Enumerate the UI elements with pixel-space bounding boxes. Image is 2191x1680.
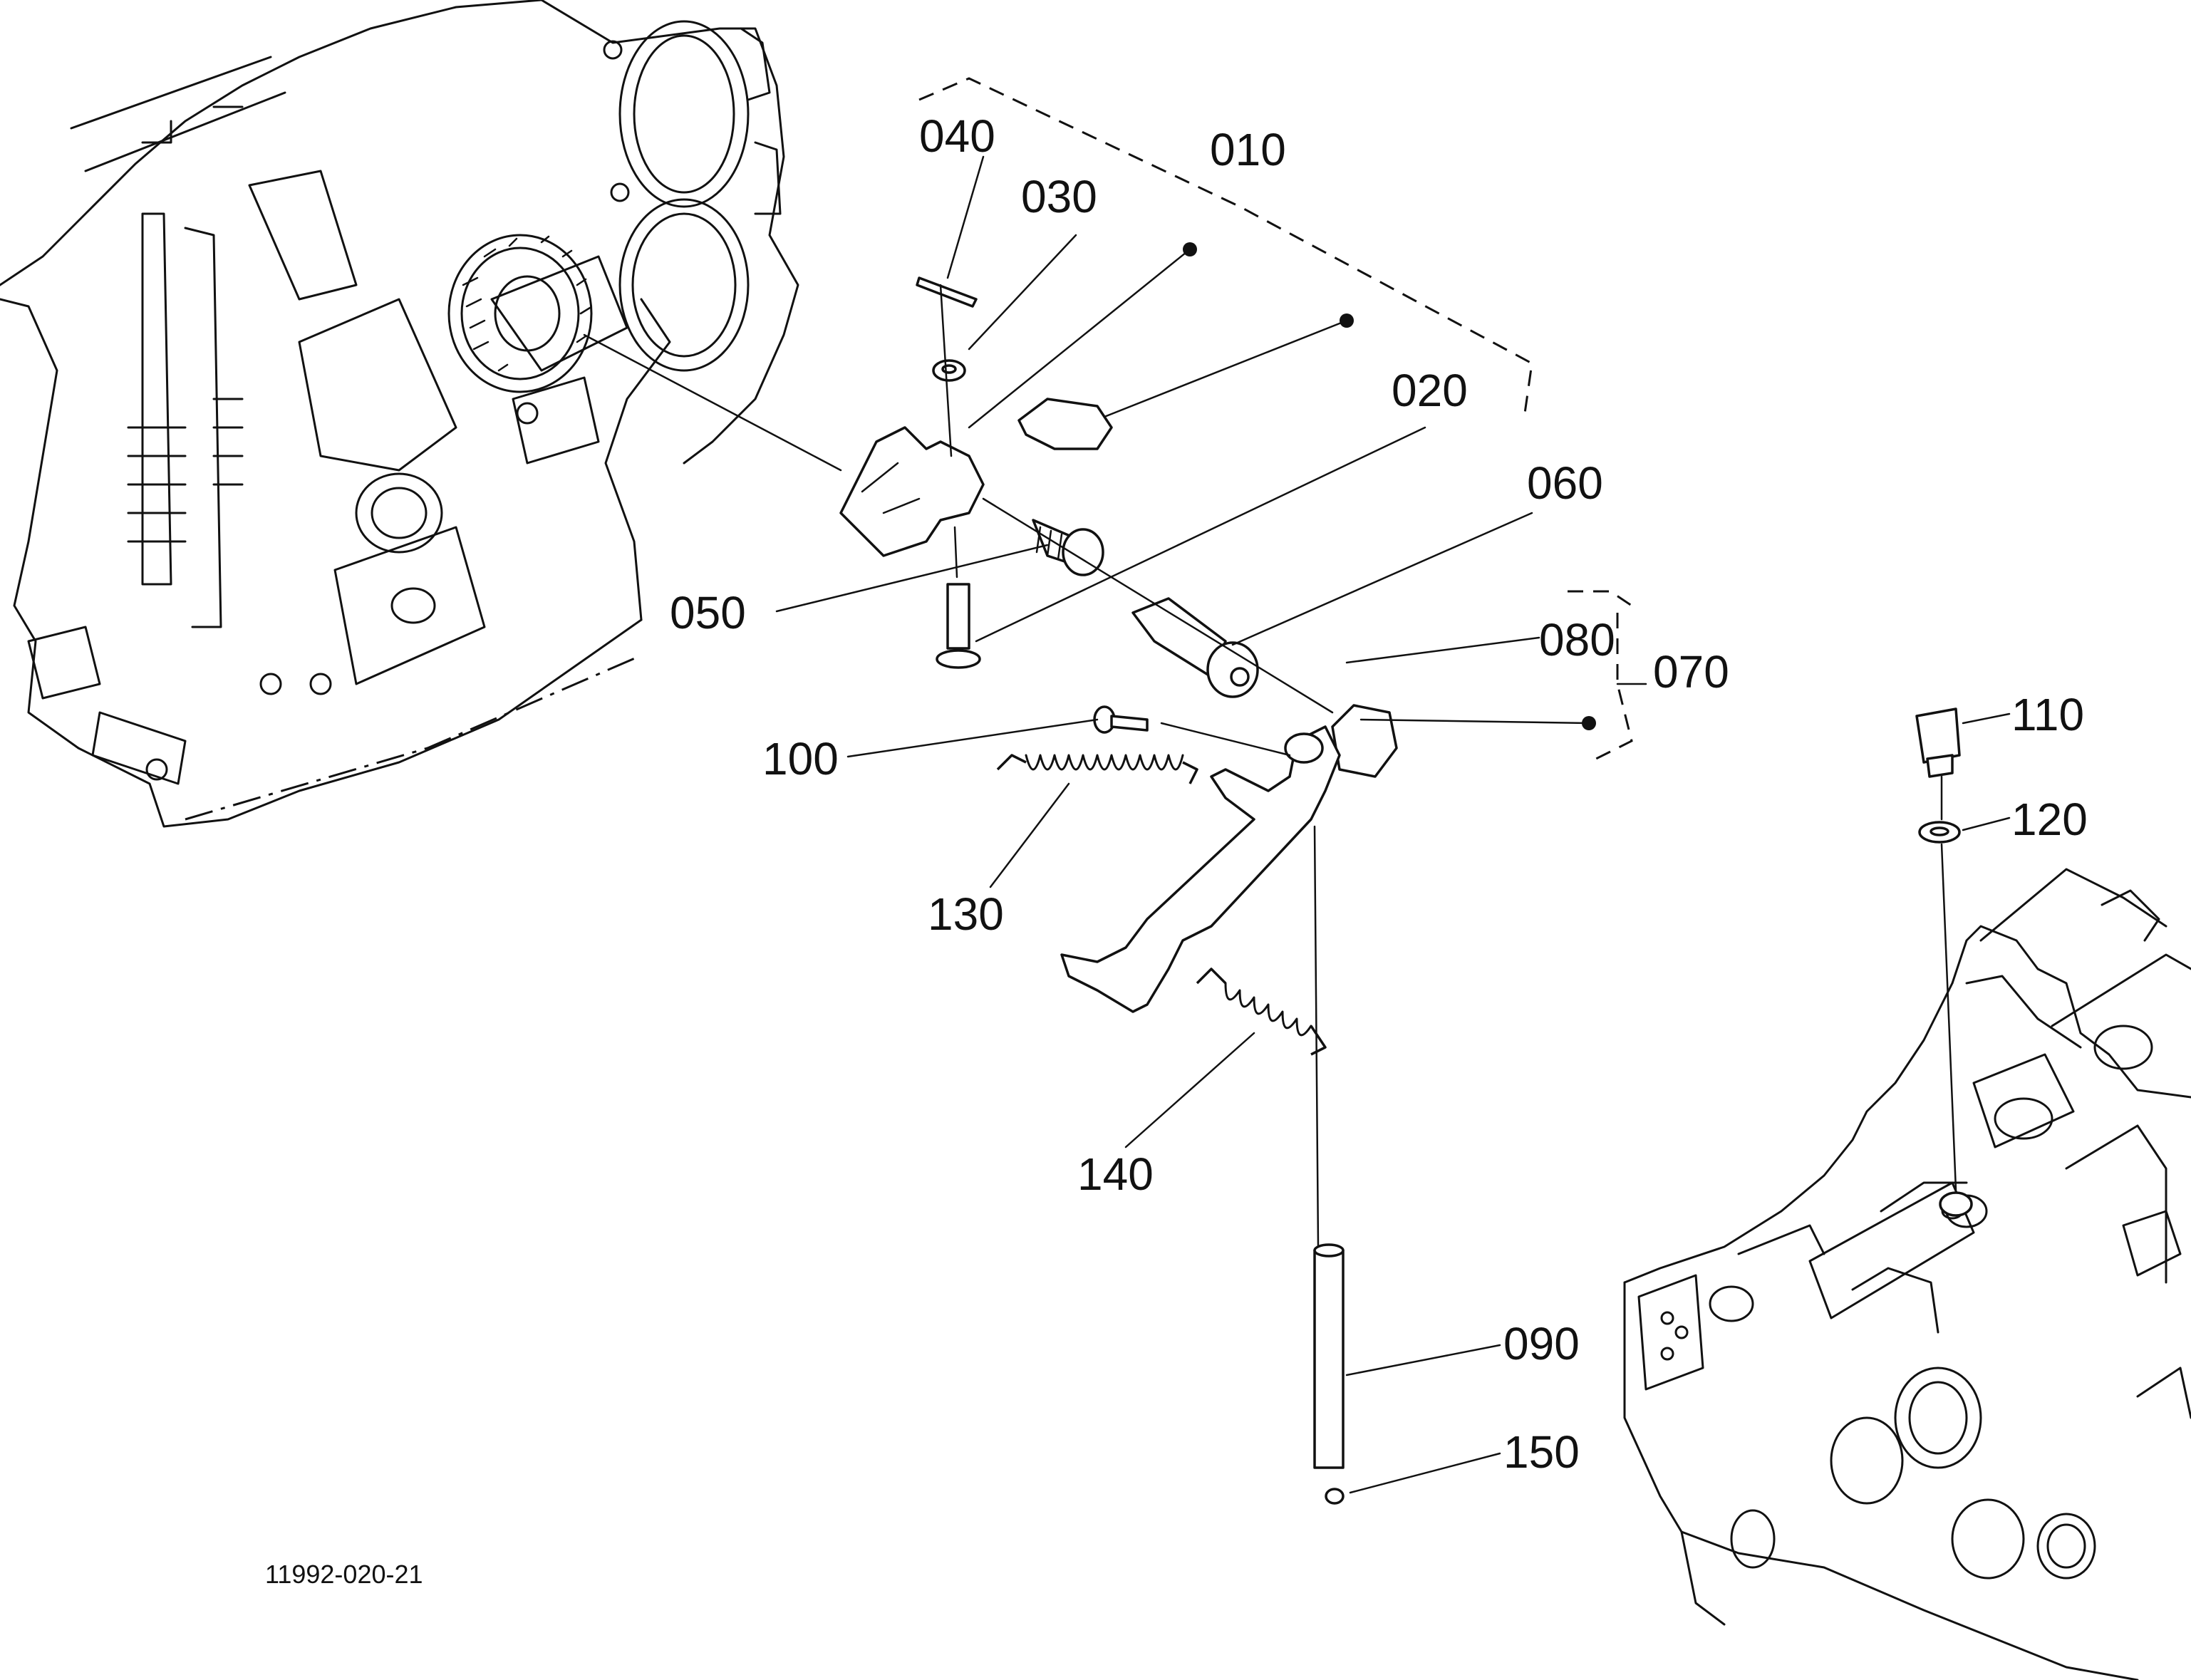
label-060: 060 xyxy=(1527,457,1603,509)
label-050: 050 xyxy=(670,587,746,638)
assembly-axes xyxy=(583,284,1957,1248)
label-030: 030 xyxy=(1021,171,1097,222)
bushing-060 xyxy=(1131,597,1259,698)
label-110: 110 xyxy=(2011,689,2084,740)
plug-port xyxy=(1939,1191,1973,1217)
label-070: 070 xyxy=(1653,646,1729,698)
hitch-housing xyxy=(1623,868,2191,1680)
bolt-050 xyxy=(1032,519,1104,576)
split-pin-040 xyxy=(916,276,978,308)
spring-140 xyxy=(1196,968,1327,1056)
lever-bracket xyxy=(839,426,985,557)
cap-080 xyxy=(1331,704,1398,778)
screw-100 xyxy=(1093,705,1149,734)
label-040: 040 xyxy=(919,110,995,162)
group-bracket-070 xyxy=(1568,590,1633,764)
o-ring-150 xyxy=(1325,1488,1345,1505)
lever-cap xyxy=(1017,398,1113,450)
label-080: 080 xyxy=(1539,614,1615,665)
plug-110 xyxy=(1915,707,1961,778)
label-150: 150 xyxy=(1503,1426,1580,1478)
label-090: 090 xyxy=(1503,1318,1580,1369)
lever-070 xyxy=(1060,725,1341,1013)
rod-090 xyxy=(1313,1243,1345,1469)
label-020: 020 xyxy=(1392,365,1468,416)
gasket-120 xyxy=(1918,821,1961,844)
pin-020 xyxy=(936,583,981,669)
group-bracket-010 xyxy=(918,77,1533,414)
figure-reference: 11992-020-21 xyxy=(265,1560,423,1589)
washer-030 xyxy=(932,359,966,382)
leader-lines xyxy=(775,155,2011,1494)
label-130: 130 xyxy=(928,888,1004,940)
label-100: 100 xyxy=(762,733,839,784)
gear-case-housing xyxy=(0,0,799,828)
label-140: 140 xyxy=(1077,1148,1154,1200)
label-010: 010 xyxy=(1210,124,1286,175)
spring-130 xyxy=(996,754,1198,784)
label-120: 120 xyxy=(2011,794,2088,845)
